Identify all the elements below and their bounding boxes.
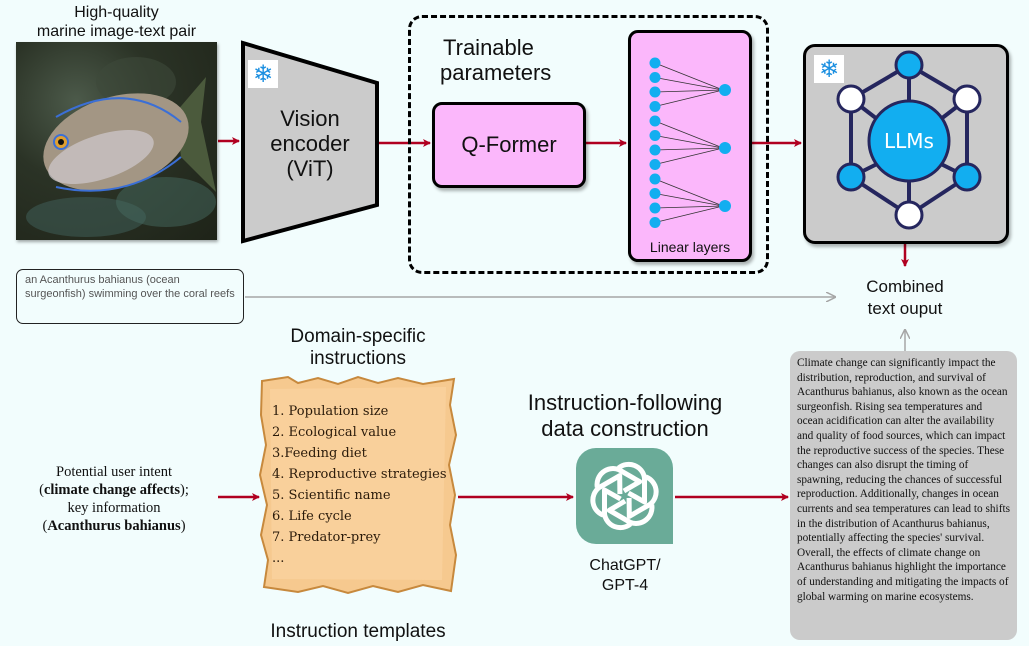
nn-input-node bbox=[649, 57, 661, 69]
nn-input-node bbox=[649, 72, 661, 83]
instruction-templates-label: Instruction templates bbox=[270, 621, 446, 642]
paren: ( bbox=[42, 518, 48, 534]
linear-layers-network bbox=[649, 57, 731, 228]
snowflake-icon: ❄ bbox=[248, 60, 278, 88]
fish-image bbox=[16, 42, 217, 240]
llm-label: LLMs bbox=[884, 129, 934, 153]
user-intent-text: Potential user intent (climate change af… bbox=[14, 463, 214, 535]
construction-title: Instruction-following data construction bbox=[505, 390, 745, 442]
nn-edge bbox=[654, 77, 724, 91]
trainable-parameters-group bbox=[408, 15, 769, 274]
nn-edge bbox=[654, 62, 724, 91]
instruction-item: 2. Ecological value bbox=[272, 425, 397, 440]
user-intent-line: (climate change affects); bbox=[14, 481, 214, 499]
combined-output-line: text ouput bbox=[867, 299, 943, 318]
nn-input-node bbox=[649, 144, 661, 156]
intent-keyword: climate change affects bbox=[43, 482, 181, 498]
nn-edge bbox=[654, 205, 724, 223]
vision-encoder-line: Vision bbox=[280, 106, 340, 131]
instruction-item: ... bbox=[272, 551, 285, 566]
construction-title-line: Instruction-following bbox=[527, 390, 723, 415]
linear-layers-label: Linear layers bbox=[649, 239, 731, 255]
nn-edge bbox=[654, 178, 724, 207]
image-title-line: marine image-text pair bbox=[36, 23, 197, 40]
nn-output-node bbox=[719, 142, 731, 154]
fish-illustration bbox=[26, 57, 216, 237]
user-intent-line: Potential user intent bbox=[56, 464, 172, 480]
instruction-item: 3.Feeding diet bbox=[272, 446, 367, 461]
nn-output-node bbox=[719, 200, 731, 212]
paren: ); bbox=[180, 482, 189, 498]
nn-input-node bbox=[649, 173, 661, 185]
gpt-label-line: GPT-4 bbox=[601, 577, 649, 594]
chatgpt-logo-icon bbox=[576, 448, 673, 544]
image-section-title: High-quality marine image-text pair bbox=[16, 3, 217, 41]
nn-input-node bbox=[649, 188, 661, 199]
llm-node bbox=[894, 200, 924, 230]
paren: ) bbox=[180, 518, 186, 534]
llm-core-node bbox=[867, 99, 951, 183]
nn-input-node bbox=[649, 101, 661, 112]
openai-knot-icon bbox=[576, 448, 673, 544]
vision-encoder-line: (ViT) bbox=[286, 156, 334, 181]
nn-edge bbox=[654, 89, 724, 107]
gpt-label: ChatGPT/ GPT-4 bbox=[565, 556, 685, 596]
llm-node bbox=[894, 50, 924, 80]
user-intent-line: (Acanthurus bahianus) bbox=[14, 517, 214, 535]
llm-node bbox=[952, 84, 982, 114]
generated-answer-text: Climate change can significantly impact … bbox=[797, 357, 1010, 603]
nn-edge bbox=[654, 193, 724, 207]
nn-input-node bbox=[649, 159, 661, 170]
user-intent-line: key information bbox=[67, 500, 161, 516]
trainable-line: parameters bbox=[440, 60, 552, 85]
vision-encoder-line: encoder bbox=[270, 131, 350, 156]
image-title-line: High-quality bbox=[74, 4, 159, 21]
linear-layers-block: Linear layers bbox=[628, 30, 752, 262]
nn-edge bbox=[654, 147, 724, 151]
llm-node bbox=[836, 162, 866, 192]
llm-node bbox=[836, 84, 866, 114]
nn-edge bbox=[654, 120, 724, 149]
instruction-item: 5. Scientific name bbox=[272, 488, 391, 503]
snowflake-icon: ❄ bbox=[814, 55, 844, 83]
llm-network-graph: LLMs bbox=[836, 50, 982, 230]
domain-title-line: Domain-specific bbox=[290, 326, 426, 347]
instruction-item: 6. Life cycle bbox=[272, 509, 352, 524]
nn-input-node bbox=[649, 130, 661, 141]
trainable-line: Trainable bbox=[443, 35, 534, 60]
species-keyword: Acanthurus bahianus bbox=[47, 518, 181, 534]
image-caption-box: an Acanthurus bahianus (ocean surgeonfis… bbox=[16, 269, 244, 324]
nn-input-node bbox=[649, 115, 661, 127]
combined-output-line: Combined bbox=[866, 277, 944, 296]
vision-encoder-shape bbox=[241, 40, 379, 244]
generated-answer-box: Climate change can significantly impact … bbox=[790, 351, 1017, 640]
paren: ( bbox=[39, 482, 44, 498]
nn-input-node bbox=[649, 202, 661, 214]
qformer-label: Q-Former bbox=[461, 132, 557, 157]
instruction-template-list: 1. Population size 2. Ecological value 3… bbox=[272, 401, 447, 569]
llm-node bbox=[952, 162, 982, 192]
instruction-item: 1. Population size bbox=[272, 404, 389, 419]
nn-input-node bbox=[649, 217, 661, 228]
trainable-parameters-label: Trainable parameters bbox=[440, 35, 551, 85]
nn-edge bbox=[654, 89, 724, 93]
image-caption-text: an Acanthurus bahianus (ocean surgeonfis… bbox=[25, 274, 235, 300]
parchment-scroll-icon bbox=[258, 375, 458, 595]
domain-instructions-title: Domain-specific instructions bbox=[258, 326, 458, 370]
qformer-block: Q-Former bbox=[432, 102, 586, 188]
llm-block: ❄ LLMs bbox=[803, 44, 1009, 244]
vision-encoder-label: Vision encoder (ViT) bbox=[250, 106, 370, 181]
nn-output-node bbox=[719, 84, 731, 96]
nn-input-node bbox=[649, 86, 661, 98]
instruction-item: 4. Reproductive strategies bbox=[272, 467, 447, 482]
domain-title-line: instructions bbox=[309, 348, 407, 369]
gpt-label-line: ChatGPT/ bbox=[589, 557, 661, 574]
nn-edge bbox=[654, 135, 724, 149]
combined-output-label: Combined text ouput bbox=[840, 276, 970, 320]
instruction-item: 7. Predator-prey bbox=[272, 530, 381, 545]
construction-title-line: data construction bbox=[541, 416, 709, 441]
nn-edge bbox=[654, 205, 724, 209]
nn-edge bbox=[654, 147, 724, 165]
